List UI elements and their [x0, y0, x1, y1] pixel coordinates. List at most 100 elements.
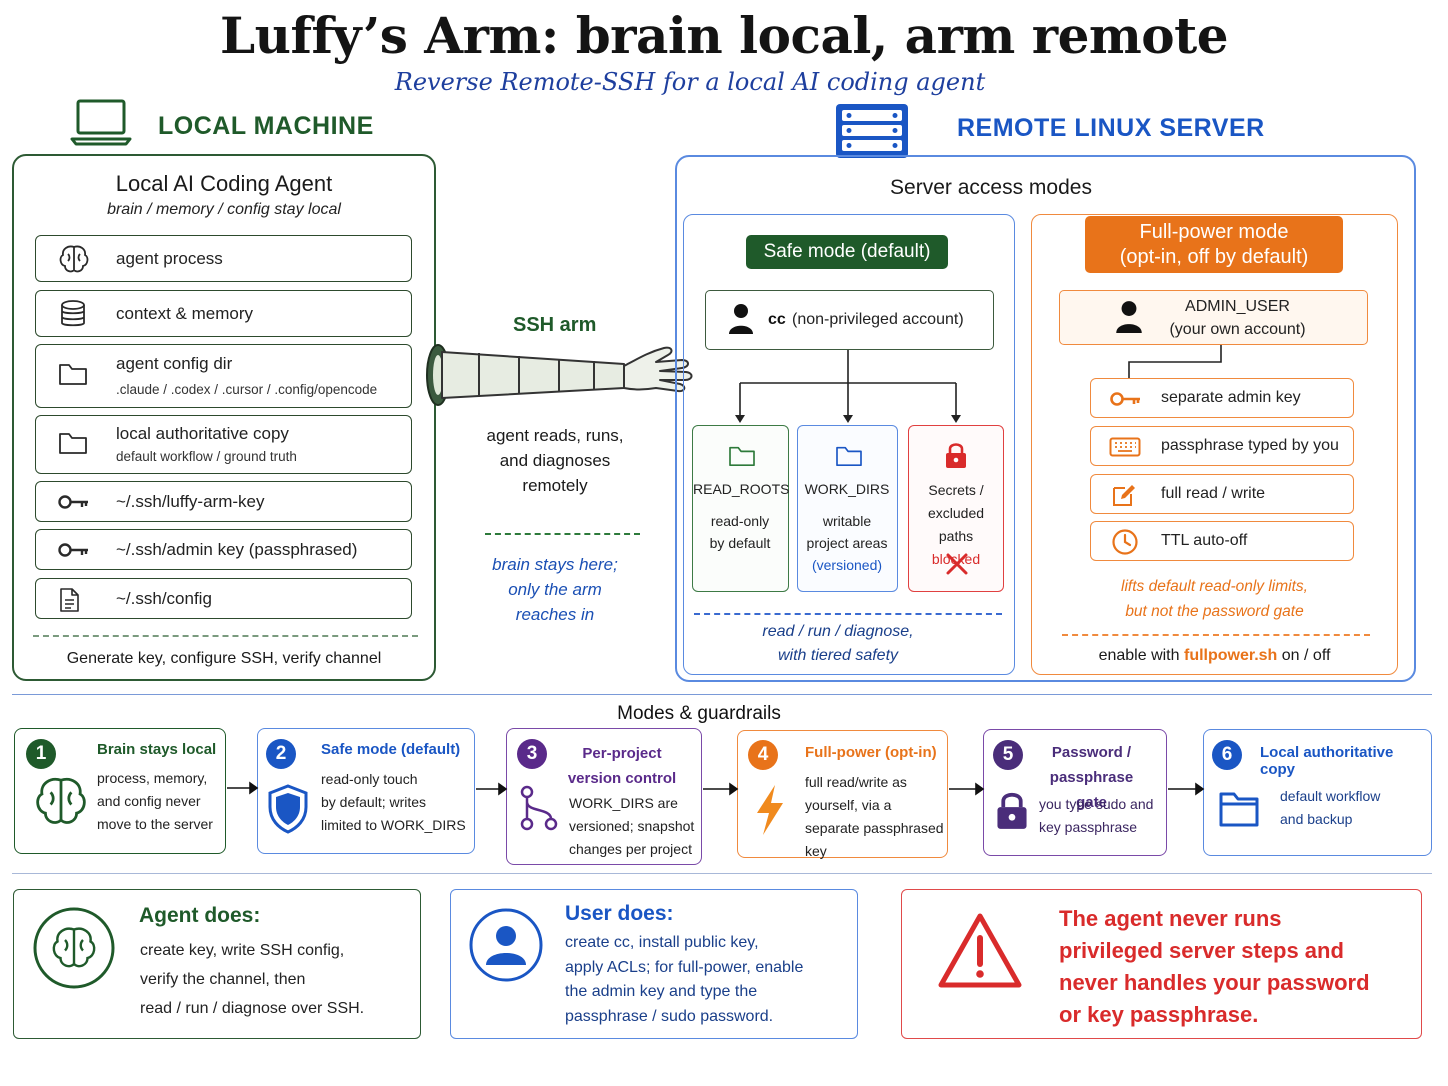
- step-title-line: Password /: [1051, 744, 1132, 761]
- admin-user-desc: (your own account): [1169, 321, 1306, 338]
- arm-divider: [485, 533, 640, 535]
- step-desc-line: read-only touch: [321, 771, 418, 787]
- edit-icon: [1111, 482, 1137, 513]
- work-dirs-title: WORK_DIRS: [804, 481, 890, 497]
- server-access-modes-title: Server access modes: [890, 176, 1092, 199]
- step-desc-line: you type sudo and: [1039, 796, 1154, 812]
- read-roots-line: read-only: [710, 513, 770, 529]
- separate-admin-key-label: separate admin key: [1161, 389, 1301, 406]
- user-icon: [1115, 300, 1143, 339]
- full-power-footer-pre: enable with: [1098, 647, 1180, 664]
- read-roots-line: by default: [709, 535, 771, 551]
- step-number-badge: 5: [993, 740, 1023, 770]
- shield-icon: [268, 784, 308, 839]
- arm-desc-line: and diagnoses: [499, 451, 611, 470]
- full-power-note: lifts default read-only limits, but not …: [1031, 574, 1398, 624]
- laptop-icon: [70, 98, 132, 151]
- passphrase-typed-label: passphrase typed by you: [1161, 437, 1339, 454]
- agent-does-desc: create key, write SSH config, verify the…: [140, 936, 364, 1023]
- full-power-note-line: lifts default read-only limits,: [1121, 578, 1308, 595]
- safe-mode-tree-lines: [686, 349, 986, 434]
- server-icon: [834, 102, 910, 165]
- work-dirs-versioned: (versioned): [811, 557, 883, 573]
- admin-user-text: ADMIN_USER (your own account): [1150, 295, 1325, 341]
- step-title: Full-power (opt-in): [805, 744, 937, 761]
- step-desc-line: limited to WORK_DIRS: [321, 817, 466, 833]
- step-desc-line: by default; writes: [321, 794, 427, 810]
- full-power-title-line2: (opt-in, off by default): [1119, 246, 1309, 268]
- full-read-write-label: full read / write: [1161, 485, 1266, 502]
- step-number-badge: 3: [517, 739, 547, 769]
- safe-mode-footer: read / run / diagnose, with tiered safet…: [683, 620, 993, 668]
- full-power-divider: [1062, 634, 1370, 636]
- folder-icon: [58, 430, 88, 461]
- step-per-project-version-control: 3 Per-project version control WORK_DIRS …: [506, 728, 702, 865]
- step-desc: full read/write as yourself, via a separ…: [805, 771, 947, 863]
- step-desc: WORK_DIRS are versioned; snapshot change…: [569, 792, 694, 861]
- full-power-footer: enable with fullpower.sh on / off: [1031, 647, 1398, 665]
- step-desc-line: WORK_DIRS are: [569, 795, 678, 811]
- modes-guardrails-title: Modes & guardrails: [599, 703, 799, 725]
- read-roots-title: READ_ROOTS: [693, 481, 790, 497]
- step-desc: you type sudo and key passphrase: [1039, 793, 1153, 839]
- admin-user-box: ADMIN_USER (your own account): [1059, 290, 1368, 345]
- folder-icon: [835, 444, 863, 473]
- local-authoritative-copy-row: local authoritative copy default workflo…: [35, 415, 412, 474]
- brain-icon: [58, 244, 90, 279]
- warning-line: The agent never runs: [1059, 906, 1282, 931]
- user-does-title: User does:: [565, 902, 674, 925]
- step-number-badge: 6: [1212, 740, 1242, 770]
- step-desc-line: full read/write as: [805, 774, 907, 790]
- step-number-badge: 1: [26, 739, 56, 769]
- remote-server-panel: [675, 155, 1416, 682]
- agent-config-dir-sub: .claude / .codex / .cursor / .config/ope…: [116, 382, 378, 397]
- step-desc-line: separate passphrased key: [805, 820, 944, 859]
- step-desc-line: changes per project: [569, 841, 692, 857]
- passphrase-typed-row: passphrase typed by you: [1090, 426, 1354, 466]
- safe-mode-title: Safe mode (default): [746, 235, 948, 269]
- robot-arm-icon: [424, 340, 694, 415]
- safe-mode-footer-line: read / run / diagnose,: [762, 623, 914, 640]
- key-icon: [58, 493, 90, 516]
- step-title: Per-project version control: [557, 741, 687, 791]
- ssh-arm-label: SSH arm: [513, 314, 597, 336]
- key-icon: [1109, 390, 1143, 413]
- step-desc: process, memory, and config never move t…: [97, 767, 213, 836]
- work-dirs-line: project areas: [806, 535, 888, 551]
- warning-text: The agent never runs privileged server s…: [1059, 903, 1370, 1031]
- full-power-note-line: but not the password gate: [1125, 603, 1304, 620]
- read-roots-desc: read-only by default: [693, 510, 787, 554]
- user-does-line: create cc, install public key,: [565, 934, 759, 951]
- agent-config-dir-row: agent config dir .claude / .codex / .cur…: [35, 344, 412, 408]
- page-subtitle: Reverse Remote-SSH for a local AI coding…: [394, 68, 986, 96]
- agent-does-title: Agent does:: [139, 904, 261, 927]
- step-title: Safe mode (default): [321, 741, 461, 758]
- step-full-power: 4 Full-power (opt-in) full read/write as…: [737, 730, 948, 859]
- keyboard-icon: [1109, 437, 1141, 462]
- step-password-gate: 5 Password / passphrase gate you type su…: [983, 729, 1167, 856]
- step-number-badge: 2: [266, 739, 296, 769]
- admin-user-name: ADMIN_USER: [1185, 298, 1290, 315]
- warning-box: The agent never runs privileged server s…: [901, 889, 1422, 1039]
- arm-note: brain stays here; only the arm reaches i…: [470, 552, 640, 627]
- separate-admin-key-row: separate admin key: [1090, 378, 1354, 418]
- clock-icon: [1111, 528, 1139, 561]
- user-does-line: apply ACLs; for full-power, enable: [565, 958, 804, 976]
- close-icon: [945, 552, 969, 581]
- luffy-arm-key-label: ~/.ssh/luffy-arm-key: [116, 492, 265, 511]
- full-read-write-row: full read / write: [1090, 474, 1354, 514]
- step-desc-line: default workflow: [1280, 788, 1381, 804]
- safe-mode-panel: [683, 214, 1015, 675]
- fullpower-command: fullpower.sh: [1183, 647, 1278, 664]
- local-machine-panel: [12, 154, 436, 681]
- full-power-panel: [1031, 214, 1398, 675]
- step-title-line: Per-project: [582, 745, 662, 762]
- step-title: Local authoritative copy: [1260, 744, 1394, 778]
- safe-mode-divider: [694, 613, 1002, 615]
- work-dirs-box: WORK_DIRS writable project areas (versio…: [797, 425, 898, 592]
- safe-mode-footer-line: with tiered safety: [777, 647, 899, 664]
- step-desc-line: process, memory,: [97, 770, 208, 786]
- arm-note-line: only the arm: [508, 580, 602, 599]
- database-icon: [58, 299, 88, 334]
- user-does-line: the admin key and type the: [565, 983, 758, 1000]
